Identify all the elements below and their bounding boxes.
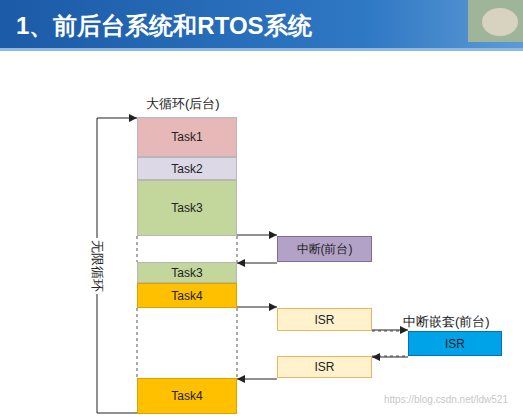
header-photo-detail (482, 8, 518, 36)
header-photo (468, 0, 523, 42)
interrupt-box: 中断(前台) (277, 236, 372, 262)
isr-box: ISR (277, 308, 372, 331)
slide-title: 1、前后台系统和RTOS系统 (16, 10, 312, 42)
task-box: Task4 (137, 283, 237, 308)
node-label: 中断(前台) (297, 241, 353, 258)
column-heading: 大循环(后台) (146, 95, 220, 113)
connector-arrow (237, 307, 277, 308)
header-rule (0, 48, 523, 51)
task-box: Task2 (137, 157, 237, 180)
node-label: Task4 (171, 289, 202, 303)
node-label: Task4 (171, 389, 202, 403)
dashed-line (137, 236, 138, 262)
node-label: Task2 (171, 162, 202, 176)
dashed-line (237, 308, 238, 378)
dashed-line (372, 356, 408, 357)
node-label: Task3 (171, 266, 202, 280)
connector-arrow (372, 357, 408, 358)
isr-box: ISR (277, 356, 372, 378)
node-label: Task1 (171, 130, 202, 144)
connector-arrow (237, 379, 277, 380)
dashed-line (137, 308, 138, 378)
task-box: Task3 (137, 262, 237, 283)
dashed-line (372, 331, 408, 332)
connector-arrow (237, 235, 277, 236)
header-band (0, 0, 523, 50)
node-label: Task3 (171, 201, 202, 215)
node-label: ISR (314, 360, 334, 374)
edge-label: 无限循环 (88, 238, 106, 294)
watermark: https://blog.csdn.net/ldw521 (384, 394, 508, 405)
task-box: Task4 (137, 378, 237, 414)
dashed-gap (137, 236, 408, 378)
node-heading: 中断嵌套(前台) (403, 313, 490, 331)
dashed-line (237, 236, 238, 262)
connector-arrow (372, 330, 408, 331)
node-label: ISR (445, 337, 465, 351)
nested-isr-box: 中断嵌套(前台)ISR (408, 331, 502, 356)
task-box: Task1 (137, 117, 237, 157)
node-label: ISR (314, 313, 334, 327)
task-box: Task3 (137, 180, 237, 236)
connector-arrow (237, 263, 277, 264)
